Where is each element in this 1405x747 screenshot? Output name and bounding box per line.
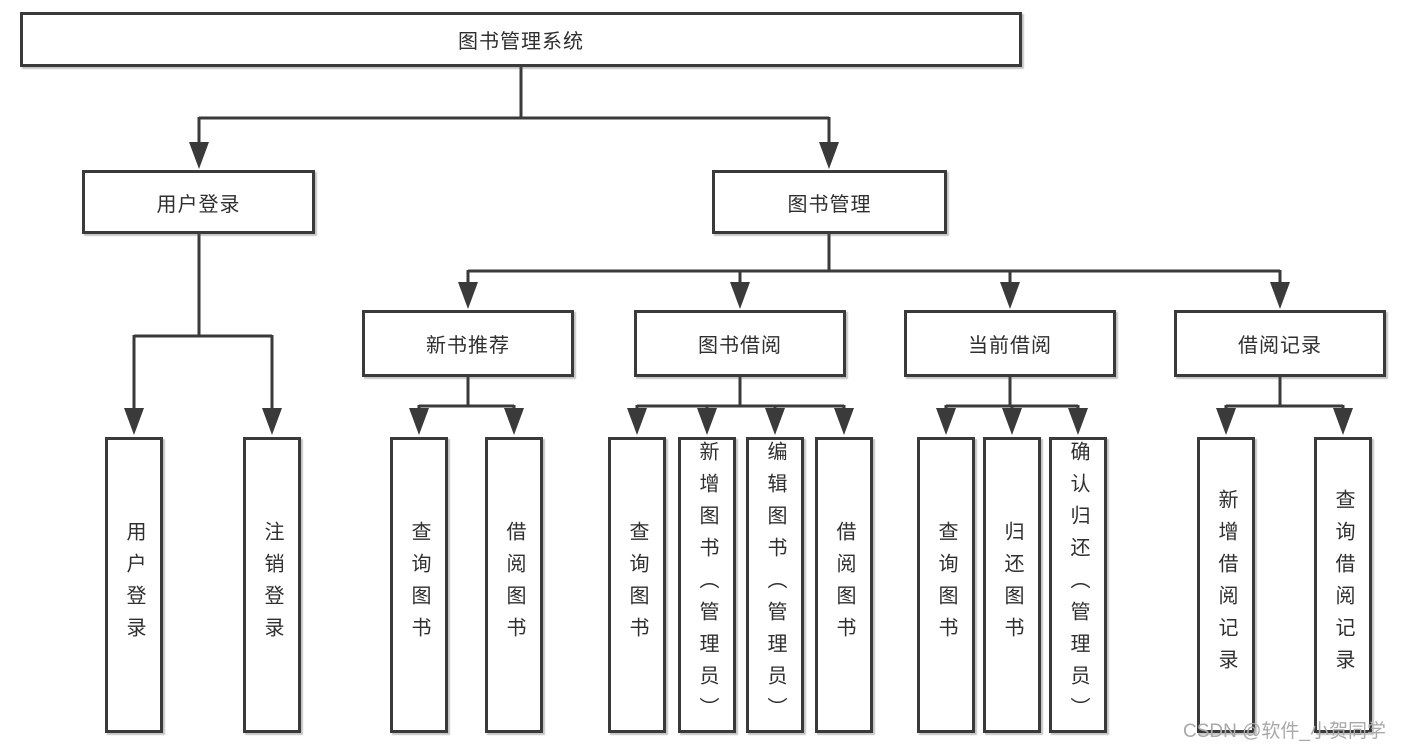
leaf-borrow-edit-books-admin: 编辑图书（管理员） [746, 437, 804, 733]
leaf-borrow-query-books: 查询图书 [608, 437, 666, 733]
leaf-logout-login-label: 注销登录 [261, 521, 283, 649]
leaf-borrow-borrow-books-label: 借阅图书 [833, 521, 855, 649]
node-root: 图书管理系统 [20, 12, 1022, 67]
leaf-logout-login: 注销登录 [243, 437, 301, 733]
node-current-borrowing: 当前借阅 [904, 310, 1116, 377]
node-borrowing-records-label: 借阅记录 [1238, 335, 1322, 357]
node-new-book-recommendation: 新书推荐 [362, 310, 574, 377]
leaf-recommend-query-books: 查询图书 [390, 437, 448, 733]
leaf-user-login: 用户登录 [105, 437, 163, 733]
leaf-borrow-add-books-admin-label: 新增图书（管理员） [696, 441, 718, 729]
node-book-management-label: 图书管理 [787, 193, 872, 216]
leaf-records-query-borrow-record: 查询借阅记录 [1314, 437, 1372, 733]
leaf-user-login-label: 用户登录 [123, 521, 145, 649]
leaf-records-add-borrow-record-label: 新增借阅记录 [1215, 489, 1237, 681]
node-user-login-label: 用户登录 [156, 193, 241, 216]
node-user-login: 用户登录 [82, 170, 315, 234]
node-book-management: 图书管理 [712, 170, 947, 234]
node-root-label: 图书管理系统 [458, 31, 584, 53]
leaf-current-return-books-label: 归还图书 [1001, 521, 1023, 649]
leaf-current-return-books: 归还图书 [983, 437, 1041, 733]
leaf-borrow-edit-books-admin-label: 编辑图书（管理员） [764, 441, 786, 729]
leaf-current-confirm-return-admin: 确认归还（管理员） [1049, 437, 1107, 733]
leaf-current-query-books: 查询图书 [917, 437, 975, 733]
node-book-borrowing: 图书借阅 [634, 310, 846, 377]
leaf-records-add-borrow-record: 新增借阅记录 [1197, 437, 1255, 733]
node-book-borrowing-label: 图书借阅 [698, 335, 782, 357]
leaf-borrow-query-books-label: 查询图书 [626, 521, 648, 649]
leaf-recommend-borrow-books-label: 借阅图书 [503, 521, 525, 649]
csdn-watermark: CSDN @软件_小贺同学 [1183, 721, 1386, 742]
node-new-book-recommendation-label: 新书推荐 [426, 335, 510, 357]
leaf-recommend-query-books-label: 查询图书 [408, 521, 430, 649]
leaf-current-confirm-return-admin-label: 确认归还（管理员） [1067, 441, 1089, 729]
leaf-current-query-books-label: 查询图书 [935, 521, 957, 649]
leaf-records-query-borrow-record-label: 查询借阅记录 [1332, 489, 1354, 681]
leaf-borrow-add-books-admin: 新增图书（管理员） [678, 437, 736, 733]
leaf-recommend-borrow-books: 借阅图书 [485, 437, 543, 733]
node-current-borrowing-label: 当前借阅 [968, 335, 1052, 357]
node-borrowing-records: 借阅记录 [1174, 310, 1386, 377]
leaf-borrow-borrow-books: 借阅图书 [815, 437, 873, 733]
